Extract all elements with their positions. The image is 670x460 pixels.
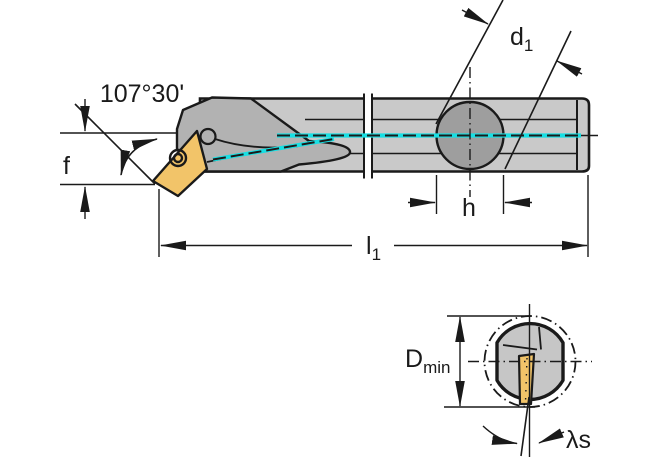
lambda-label: λs (566, 426, 591, 454)
side-view-dimensions (60, 0, 589, 257)
insert-seat-back-line (538, 326, 542, 350)
indexable-insert (151, 129, 209, 198)
lambda-arrow-right (538, 428, 565, 444)
l1-label-sub: 1 (372, 245, 381, 264)
d1-label-sub: 1 (524, 36, 533, 55)
tool-head (175, 96, 352, 173)
d1-extension-right (504, 30, 572, 170)
d1-arrow-right (556, 60, 583, 77)
drawing-labels: 107°30' f d1 h l1 Dmin λs (63, 23, 591, 454)
l1-label: l1 (366, 232, 381, 264)
d1-arrow-left (461, 7, 489, 25)
approach-angle-label: 107°30' (100, 80, 184, 108)
inclined-centerline-dashes (212, 138, 335, 161)
insert-hole-inner (172, 152, 184, 164)
dmin-label: Dmin (405, 345, 450, 377)
insert-seat-line (502, 344, 538, 351)
side-view (60, 67, 598, 198)
insert-hole-outer (168, 148, 188, 168)
clamp-screw-head (199, 127, 217, 146)
insert-body (151, 129, 209, 198)
d1-label: d1 (510, 23, 533, 55)
l1-label-base: l (366, 232, 372, 260)
approach-angle-arc (120, 138, 158, 176)
dmin-label-sub: min (423, 358, 450, 377)
h-label: h (462, 194, 476, 222)
d1-extension-left (435, 0, 504, 125)
section-view-dimensions (444, 315, 565, 445)
f-label: f (63, 152, 70, 180)
lambda-arrow-left (482, 425, 518, 445)
d1-label-base: d (510, 23, 524, 51)
dmin-label-base: D (405, 345, 423, 373)
